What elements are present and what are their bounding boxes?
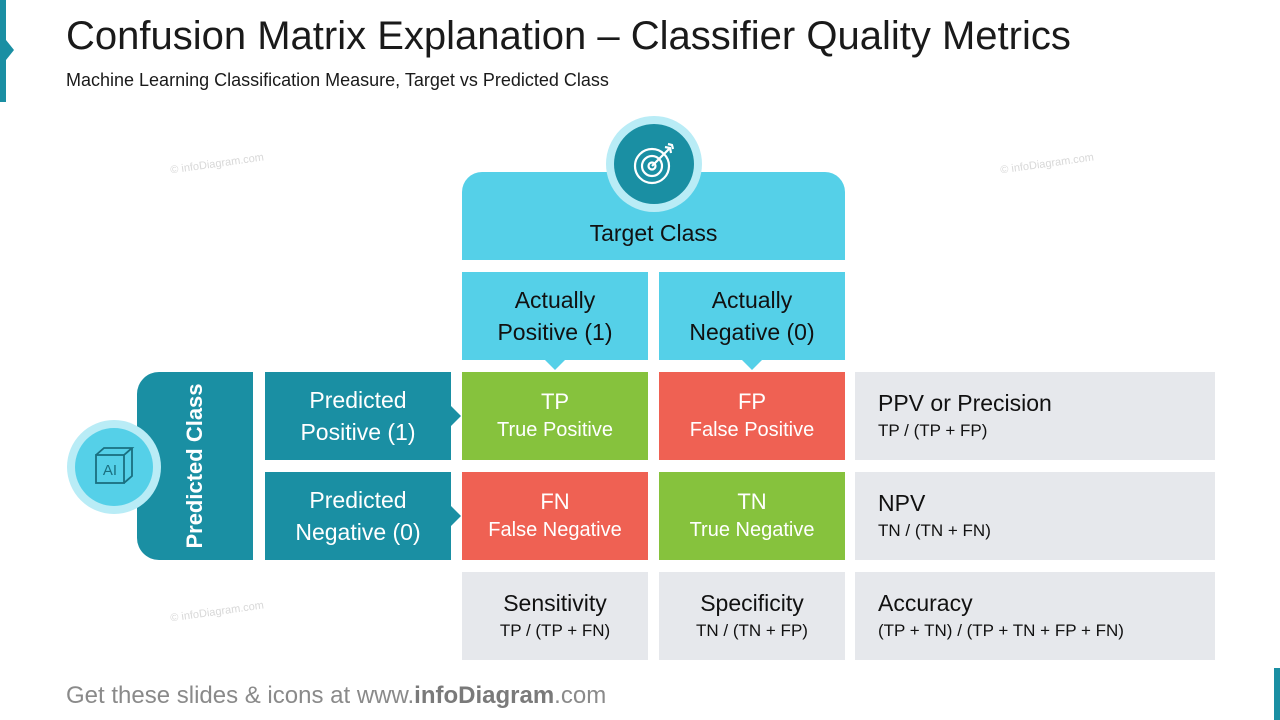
cell-full: False Positive <box>689 419 815 441</box>
footer-prefix: Get these slides & icons at www. <box>66 682 415 709</box>
row-header-label: Predicted Positive (1) <box>300 387 416 445</box>
metric-formula: (TP + TN) / (TP + TN + FP + FN) <box>878 621 1124 640</box>
column-header-actually-negative: Actually Negative (0) <box>659 272 845 370</box>
column-header-label: Actually Negative (0) <box>689 287 815 345</box>
right-accent-bar <box>1274 668 1280 720</box>
metric-sensitivity: Sensitivity TP / (TP + FN) <box>462 572 648 660</box>
row-header-predicted-negative: Predicted Negative (0) <box>265 472 461 560</box>
cell-abbr: FP <box>737 389 767 414</box>
watermark: © infoDiagram.com <box>169 599 265 625</box>
cell-true-negative: TN True Negative <box>659 472 845 560</box>
page-subtitle: Machine Learning Classification Measure,… <box>66 70 609 90</box>
predicted-class-label: Predicted Class <box>182 383 207 549</box>
target-class-header: Target Class <box>462 172 845 260</box>
target-class-label: Target Class <box>589 219 718 246</box>
cell-abbr: FN <box>540 489 570 514</box>
target-arrow-icon <box>614 124 694 204</box>
cell-abbr: TP <box>540 389 570 414</box>
metric-name: PPV or Precision <box>878 390 1052 416</box>
footer-brand[interactable]: infoDiagram <box>414 682 555 709</box>
footer-suffix: .com <box>554 682 607 709</box>
cell-false-positive: FP False Positive <box>659 372 845 460</box>
metric-name: Specificity <box>700 590 804 616</box>
metric-formula: TP / (TP + FN) <box>499 621 611 640</box>
column-header-actually-positive: Actually Positive (1) <box>462 272 648 370</box>
metric-accuracy: Accuracy (TP + TN) / (TP + TN + FP + FN) <box>855 572 1215 660</box>
metric-name: Sensitivity <box>503 590 607 616</box>
metric-name: NPV <box>878 490 926 516</box>
row-header-predicted-positive: Predicted Positive (1) <box>265 372 461 460</box>
metric-formula: TP / (TP + FP) <box>878 421 988 440</box>
column-header-label: Actually Positive (1) <box>497 287 613 345</box>
cell-full: False Negative <box>488 519 622 541</box>
footer-credit: Get these slides & icons at www.infoDiag… <box>66 682 606 710</box>
metric-ppv: PPV or Precision TP / (TP + FP) <box>855 372 1215 460</box>
metric-formula: TN / (TN + FN) <box>878 521 991 540</box>
row-header-label: Predicted Negative (0) <box>295 487 421 545</box>
cell-abbr: TN <box>737 489 767 514</box>
cell-false-negative: FN False Negative <box>462 472 648 560</box>
watermark: © infoDiagram.com <box>999 151 1095 177</box>
page-title: Confusion Matrix Explanation – Classifie… <box>66 14 1071 58</box>
left-accent-arrow <box>6 40 14 60</box>
metric-specificity: Specificity TN / (TN + FP) <box>659 572 845 660</box>
metric-formula: TN / (TN + FP) <box>696 621 808 640</box>
cell-true-positive: TP True Positive <box>462 372 648 460</box>
metric-npv: NPV TN / (TN + FN) <box>855 472 1215 560</box>
cell-full: True Negative <box>689 519 815 541</box>
watermark: © infoDiagram.com <box>169 151 265 177</box>
metric-name: Accuracy <box>878 590 973 616</box>
ai-icon-text: AI <box>103 462 117 479</box>
ai-cube-icon: AI <box>75 428 153 506</box>
left-accent-bar <box>0 0 6 102</box>
cell-full: True Positive <box>497 419 613 441</box>
